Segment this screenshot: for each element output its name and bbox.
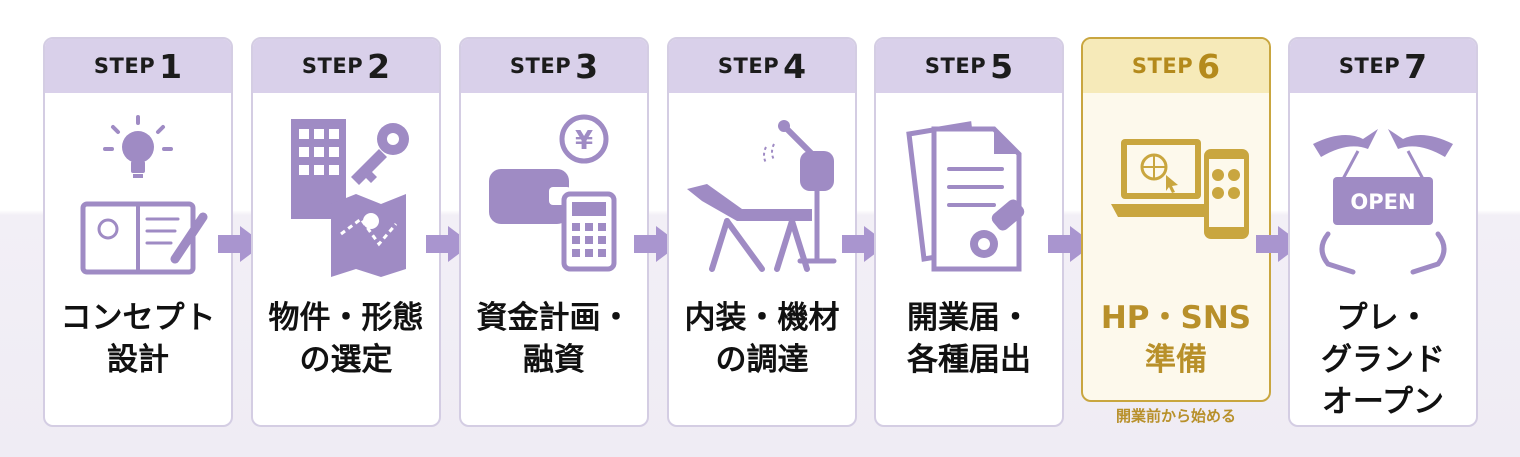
step-label: STEP (93, 54, 156, 78)
step-label: STEP (924, 54, 987, 78)
title-line-2: 各種届出 (907, 342, 1031, 378)
step-number: 2 (367, 46, 391, 86)
laptop-smartphone-sns-icon (1083, 105, 1269, 283)
step-number: 6 (1197, 46, 1221, 86)
title-line-3: オープン (1321, 384, 1445, 420)
step-header: STEP 1 (45, 39, 231, 93)
step-title: 物件・形態 の選定 (253, 297, 439, 381)
arrow-right-icon (426, 226, 472, 262)
title-line-1: コンセプト (60, 300, 216, 336)
step-card-1: STEP 1 (43, 37, 233, 427)
arrow-right-icon (218, 226, 264, 262)
step-card-3: STEP 3 ¥ 資金計画・ 融資 (459, 37, 649, 427)
title-line-2: の選定 (299, 342, 393, 378)
open-sign-ribbon-icon: OPEN (1290, 105, 1476, 283)
step-card-4: STEP 4 内装・機材 の調達 (667, 37, 857, 427)
title-line-2: 準備 (1145, 342, 1207, 378)
step-card-2: STEP 2 物件・形態 の選定 (251, 37, 441, 427)
building-key-map-icon (253, 105, 439, 283)
step-label: STEP (1338, 54, 1401, 78)
arrow-right-icon (842, 226, 888, 262)
step-title: HP・SNS 準備 (1083, 297, 1269, 381)
step-title: 内装・機材 の調達 (669, 297, 855, 381)
step-card-7: STEP 7 OPEN プレ・ グランド オープン (1288, 37, 1478, 427)
arrow-right-icon (1256, 226, 1302, 262)
arrow-right-icon (634, 226, 680, 262)
step-header: STEP 5 (876, 39, 1062, 93)
title-line-1: 内装・機材 (684, 300, 840, 336)
step-header: STEP 7 (1290, 39, 1476, 93)
step-card-5: STEP 5 開業届・ 各種届出 (874, 37, 1064, 427)
title-line-1: プレ・ (1336, 300, 1430, 336)
lightbulb-notebook-icon (45, 105, 231, 283)
treatment-bed-steamer-icon (669, 105, 855, 283)
step-header: STEP 6 (1083, 39, 1269, 93)
documents-stamp-icon (876, 105, 1062, 283)
open-sign-text: OPEN (1350, 190, 1415, 214)
step-card-6: STEP 6 HP・SNS 準備 (1081, 37, 1271, 402)
step-number: 4 (783, 46, 807, 86)
title-line-2: 設計 (107, 342, 169, 378)
title-line-1: HP・SNS (1100, 300, 1252, 336)
svg-text:¥: ¥ (575, 126, 593, 156)
title-line-2: グランド (1321, 342, 1445, 378)
step-number: 5 (990, 46, 1014, 86)
step-title: 開業届・ 各種届出 (876, 297, 1062, 381)
step-title: コンセプト 設計 (45, 297, 231, 381)
step-label: STEP (717, 54, 780, 78)
arrow-right-icon (1048, 226, 1094, 262)
step-note: 開業前から始める (1115, 407, 1236, 425)
title-line-1: 物件・形態 (268, 300, 424, 336)
step-title: プレ・ グランド オープン (1290, 297, 1476, 423)
step-header: STEP 3 (461, 39, 647, 93)
title-line-1: 開業届・ (907, 300, 1031, 336)
wallet-yen-calculator-icon: ¥ (461, 105, 647, 283)
step-header: STEP 4 (669, 39, 855, 93)
step-number: 3 (575, 46, 599, 86)
step-number: 1 (159, 46, 183, 86)
step-label: STEP (301, 54, 364, 78)
title-line-1: 資金計画・ (476, 300, 632, 336)
step-header: STEP 2 (253, 39, 439, 93)
step-label: STEP (509, 54, 572, 78)
title-line-2: の調達 (715, 342, 809, 378)
step-label: STEP (1131, 54, 1194, 78)
step-title: 資金計画・ 融資 (461, 297, 647, 381)
title-line-2: 融資 (523, 342, 585, 378)
step-number: 7 (1404, 46, 1428, 86)
